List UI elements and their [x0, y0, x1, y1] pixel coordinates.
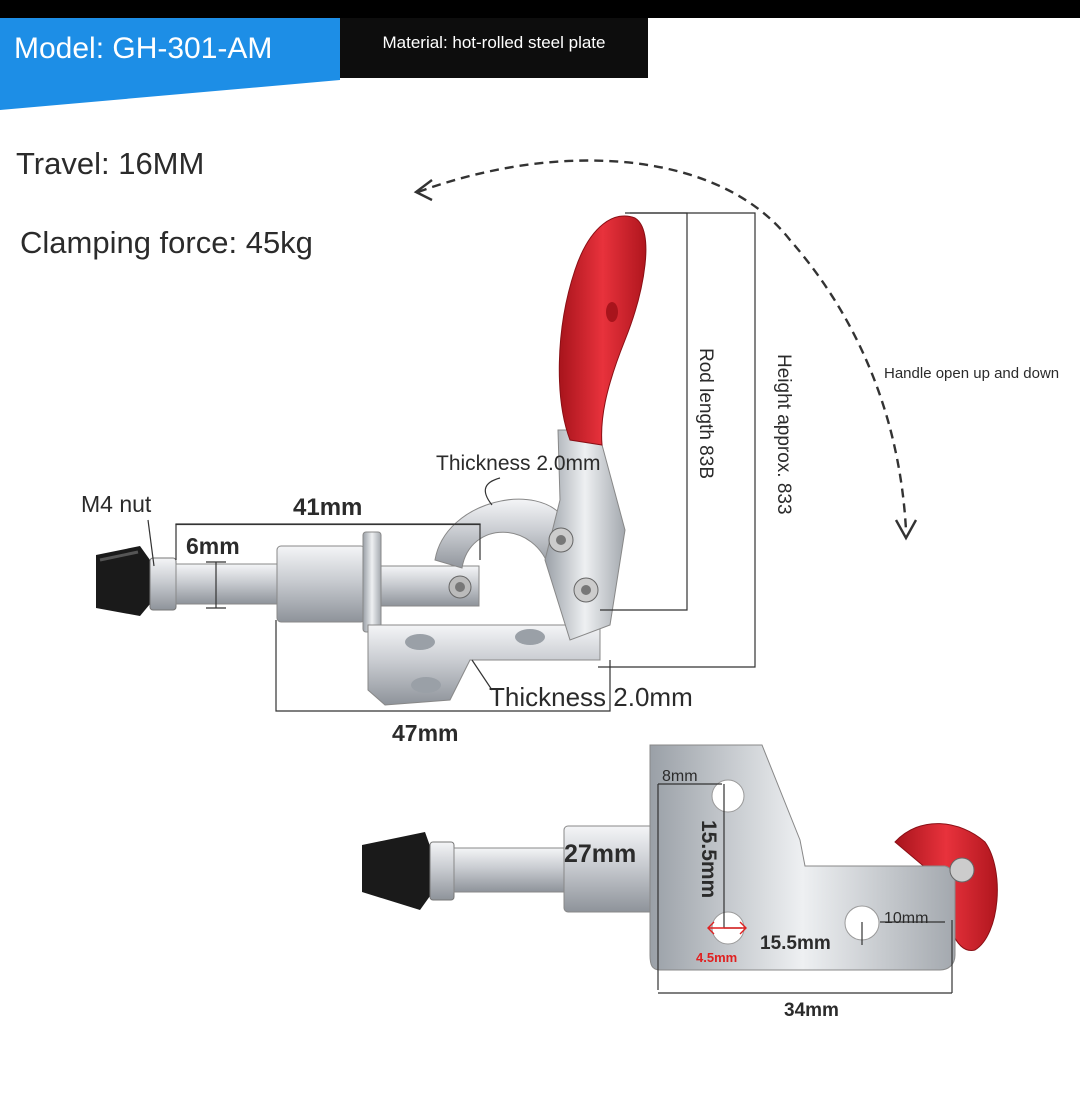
m4-nut-label: M4 nut [81, 491, 152, 517]
dim-34-label: 34mm [784, 1000, 839, 1021]
thickness-base-label: Thickness 2.0mm [489, 682, 693, 712]
dim-27-label: 27mm [564, 840, 637, 868]
clamping-force-spec: Clamping force: 45kg [20, 225, 313, 260]
dim-41-label: 41mm [293, 494, 363, 521]
dim-15-5-horizontal-label: 15.5mm [760, 933, 831, 954]
top-black-bar [0, 0, 1080, 18]
dim-8-label: 8mm [662, 768, 698, 785]
dim-15-5-vertical-label: 15.5mm [697, 820, 720, 899]
dim-47-label: 47mm [392, 720, 459, 746]
dim-4-5-label: 4.5mm [696, 950, 738, 965]
dim-6-label: 6mm [186, 533, 240, 559]
material-badge: Material: hot-rolled steel plate [340, 18, 648, 78]
hole-dimension-red [707, 921, 747, 935]
handle-motion-label: Handle open up and down [884, 365, 1060, 382]
thickness-arm-label: Thickness 2.0mm [436, 452, 601, 475]
dimension-lines-top [147, 212, 756, 712]
rod-length-label: Rod length 83B [695, 348, 716, 479]
clamp-side-view [96, 215, 647, 706]
dimension-lines-bottom [657, 783, 953, 994]
handle-motion-arc [413, 159, 918, 541]
clamp-top-view [362, 744, 998, 971]
model-badge: Model: GH-301-AM [0, 18, 340, 80]
model-badge-tail [0, 80, 340, 110]
height-label: Height approx. 833 [773, 354, 794, 515]
travel-spec: Travel: 16MM [16, 146, 205, 181]
dim-10-label: 10mm [884, 910, 929, 927]
